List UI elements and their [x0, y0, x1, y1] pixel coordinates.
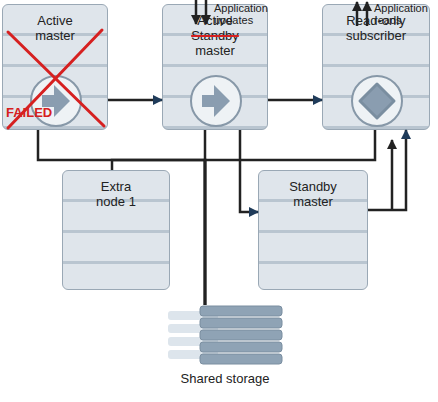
replication-arrow — [108, 99, 162, 102]
node-label: Shared storage — [161, 305, 289, 386]
server-node: Standby master — [258, 170, 368, 290]
storage-link — [204, 130, 207, 305]
node-label: Extra node 1 — [86, 171, 146, 209]
storage-link — [38, 130, 205, 305]
replication-arrow — [368, 130, 406, 210]
replication-arrow — [268, 99, 322, 102]
node-label: master — [170, 43, 260, 58]
node-label: Standby — [170, 28, 260, 43]
storage-link — [112, 160, 205, 305]
flow-label: Application reads — [374, 2, 438, 26]
status-label: FAILED — [6, 106, 66, 120]
storage-node: Shared storage — [160, 305, 290, 401]
server-node: Extra node 1 — [62, 170, 170, 290]
node-label: Standby master — [278, 171, 348, 209]
flow-label: Application updates — [214, 2, 294, 26]
node-label: Active master — [20, 5, 90, 43]
storage-link — [205, 130, 375, 305]
replication-arrow — [240, 130, 258, 212]
node-icon — [160, 305, 290, 401]
